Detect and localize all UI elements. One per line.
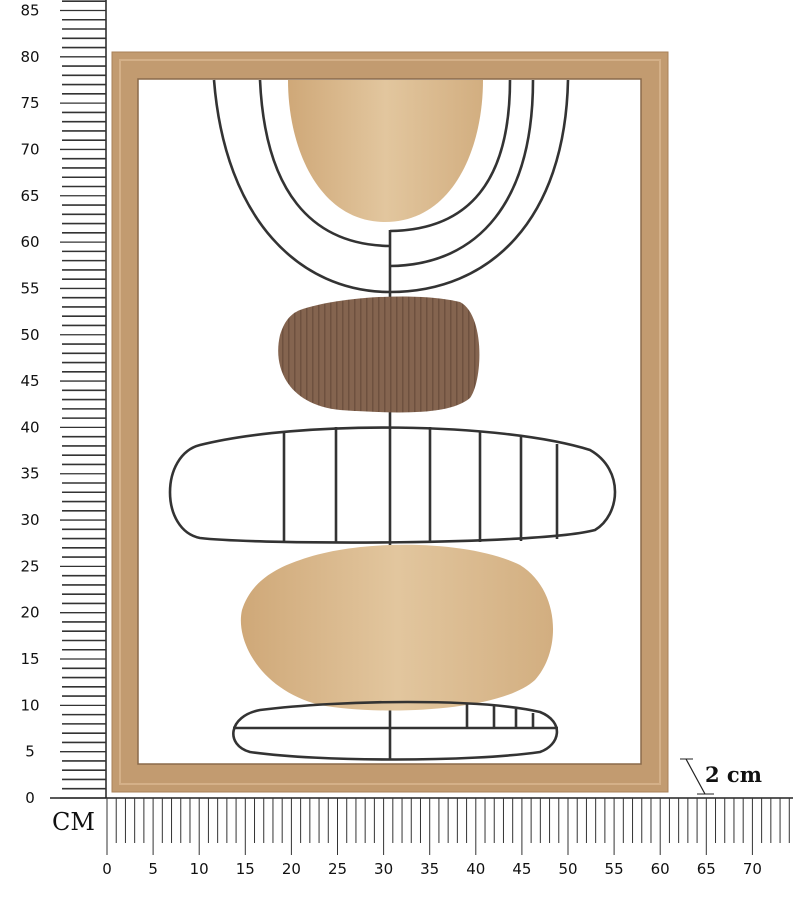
horizontal-ruler-label: 30: [374, 860, 393, 878]
bottom-oval-bars: [465, 704, 535, 728]
horizontal-ruler-label: 20: [282, 860, 301, 878]
vertical-ruler-label: 20: [20, 604, 39, 622]
light-wood-oval: [240, 544, 554, 711]
horizontal-ruler-label: 15: [236, 860, 255, 878]
horizontal-ruler-label: 25: [328, 860, 347, 878]
striped-oval-wire: [168, 426, 617, 544]
horizontal-ruler-label: 50: [558, 860, 577, 878]
vertical-ruler-label: 50: [20, 326, 39, 344]
horizontal-ruler-label: 35: [420, 860, 439, 878]
vertical-ruler-label: 35: [20, 465, 39, 483]
vertical-ruler-label: 70: [20, 140, 39, 158]
striped-oval-bars: [282, 427, 559, 542]
vertical-ruler: 0 5 10 15 20 25 30 35 40 45 50 55 60 65 70 75 80 85: [20, 0, 107, 807]
horizontal-ruler-label: 65: [697, 860, 716, 878]
frame-depth-label: 2 cm: [705, 762, 762, 787]
bottom-oval-wire: [232, 700, 559, 761]
vertical-ruler-label: 65: [20, 187, 39, 205]
vertical-ruler-label: 75: [20, 94, 39, 112]
horizontal-ruler-label: 55: [605, 860, 624, 878]
right-inner-arc: [389, 79, 512, 233]
vertical-ruler-label: 0: [25, 789, 35, 807]
right-middle-arc: [389, 79, 535, 268]
horizontal-ruler-label: 60: [651, 860, 670, 878]
vertical-ruler-label: 60: [20, 233, 39, 251]
vertical-ruler-label: 10: [20, 696, 39, 714]
vertical-ruler-label: 40: [20, 418, 39, 436]
vertical-ruler-label: 5: [25, 743, 35, 761]
right-outer-arc: [389, 79, 570, 294]
artwork: [168, 79, 617, 761]
dark-wood-shape: [278, 296, 480, 413]
unit-label: CM: [52, 808, 95, 836]
vertical-ruler-label: 15: [20, 650, 39, 668]
left-inner-arc: [258, 79, 391, 248]
top-light-wood-shape: [288, 80, 483, 222]
vertical-ruler-label: 55: [20, 279, 39, 297]
vertical-ruler-label: 25: [20, 557, 39, 575]
left-outer-arc: [212, 79, 391, 294]
horizontal-ruler-label: 5: [148, 860, 158, 878]
horizontal-ruler-label: 70: [743, 860, 762, 878]
vertical-ruler-label: 80: [20, 48, 39, 66]
horizontal-ruler-label: 40: [466, 860, 485, 878]
horizontal-ruler-label: 0: [102, 860, 112, 878]
vertical-ruler-label: 85: [20, 1, 39, 19]
vertical-ruler-label: 45: [20, 372, 39, 390]
frame-depth-annotation: 2 cm: [680, 758, 762, 795]
horizontal-ruler-label: 45: [512, 860, 531, 878]
horizontal-ruler-label: 10: [190, 860, 209, 878]
vertical-ruler-label: 30: [20, 511, 39, 529]
